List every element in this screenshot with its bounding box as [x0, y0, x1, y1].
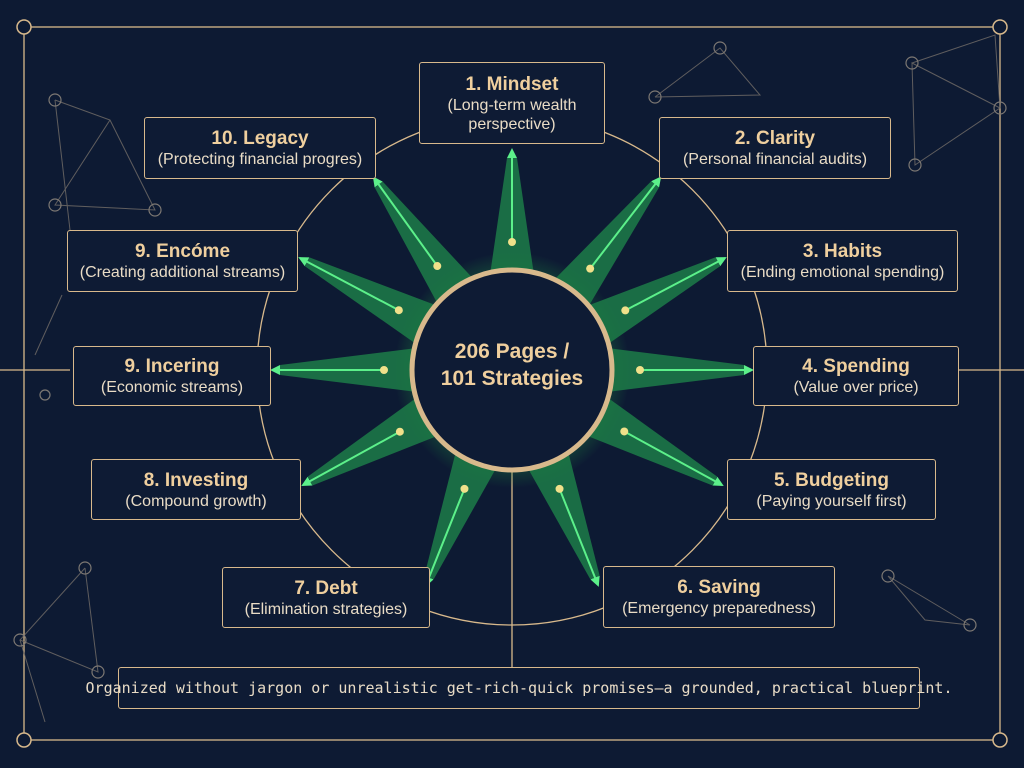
- node-title: 7. Debt: [294, 577, 358, 599]
- node-subtitle: (Ending emotional spending): [740, 264, 945, 281]
- hub-label-line2: 101 Strategies: [440, 367, 584, 390]
- node-budgeting: 5. Budgeting (Paying yourself first): [727, 459, 936, 520]
- constellation-decor: [19, 34, 1001, 723]
- node-title: 9. Incering: [124, 356, 220, 377]
- node-title: 9. Encóme: [134, 241, 231, 262]
- ray-dot: [380, 366, 388, 374]
- ray-arrow: [587, 176, 662, 272]
- node-title: 5. Budgeting: [773, 469, 890, 491]
- node-encome: 9. Encóme (Creating additional streams): [67, 230, 298, 292]
- node-legacy: 10. Legacy (Protecting financial progres…: [144, 117, 376, 179]
- ray-arrow: [301, 429, 403, 486]
- frame-corner-dots: [16, 19, 1008, 748]
- ray-dot: [586, 264, 595, 273]
- ray-dot: [460, 484, 469, 493]
- node-title: 2. Clarity: [734, 128, 816, 149]
- ray-dot: [433, 262, 442, 271]
- node-subtitle: (Compound growth): [125, 492, 267, 510]
- node-subtitle: (Economic streams): [100, 379, 244, 396]
- ray-dot: [394, 306, 403, 315]
- node-subtitle: (Protecting financial progres): [157, 151, 363, 168]
- ray-dot: [508, 238, 516, 246]
- node-saving: 6. Saving (Emergency preparedness): [603, 566, 835, 628]
- ray-arrow: [298, 257, 402, 313]
- node-title: 10. Legacy: [211, 128, 309, 149]
- node-subtitle: (Elimination strategies): [244, 600, 408, 618]
- node-subtitle: (Emergency preparedness): [622, 600, 816, 617]
- ray-dot: [395, 427, 404, 436]
- node-mindset: 1. Mindset (Long-term wealth perspective…: [419, 62, 605, 144]
- ray-arrow: [424, 485, 467, 587]
- ray-dot: [621, 306, 630, 315]
- node-subtitle: (Personal financial audits): [682, 151, 868, 168]
- node-title: 4. Spending: [802, 356, 910, 377]
- node-title: 3. Habits: [802, 241, 883, 262]
- ray-arrow: [621, 429, 724, 486]
- node-habits: 3. Habits (Ending emotional spending): [727, 230, 958, 292]
- node-clarity: 2. Clarity (Personal financial audits): [659, 117, 891, 179]
- hub-label-line1: 206 Pages /: [454, 340, 570, 363]
- ray-arrow: [622, 257, 727, 313]
- ray-dot: [636, 366, 644, 374]
- node-subtitle: (Long-term wealth perspective): [447, 96, 577, 133]
- node-subtitle: (Creating additional streams): [79, 264, 286, 281]
- node-investing: 8. Investing (Compound growth): [91, 459, 301, 520]
- footer-banner: Organized without jargon or unrealistic …: [86, 667, 952, 709]
- constellation-dots: [13, 41, 1007, 679]
- node-subtitle: (Paying yourself first): [756, 492, 907, 510]
- node-spending: 4. Spending (Value over price): [753, 346, 959, 406]
- hub-label: 206 Pages / 101 Strategies: [412, 338, 612, 402]
- ray-dot: [555, 484, 564, 493]
- node-incering: 9. Incering (Economic streams): [73, 346, 271, 406]
- node-title: 1. Mindset: [465, 73, 559, 95]
- ray-arrow: [557, 485, 600, 587]
- node-title: 8. Investing: [143, 469, 249, 491]
- node-debt: 7. Debt (Elimination strategies): [222, 567, 430, 628]
- ray-arrow: [372, 176, 440, 270]
- ray-dot: [620, 427, 629, 436]
- node-title: 6. Saving: [677, 577, 761, 598]
- hub-circle: [409, 267, 615, 473]
- node-subtitle: (Value over price): [793, 379, 919, 396]
